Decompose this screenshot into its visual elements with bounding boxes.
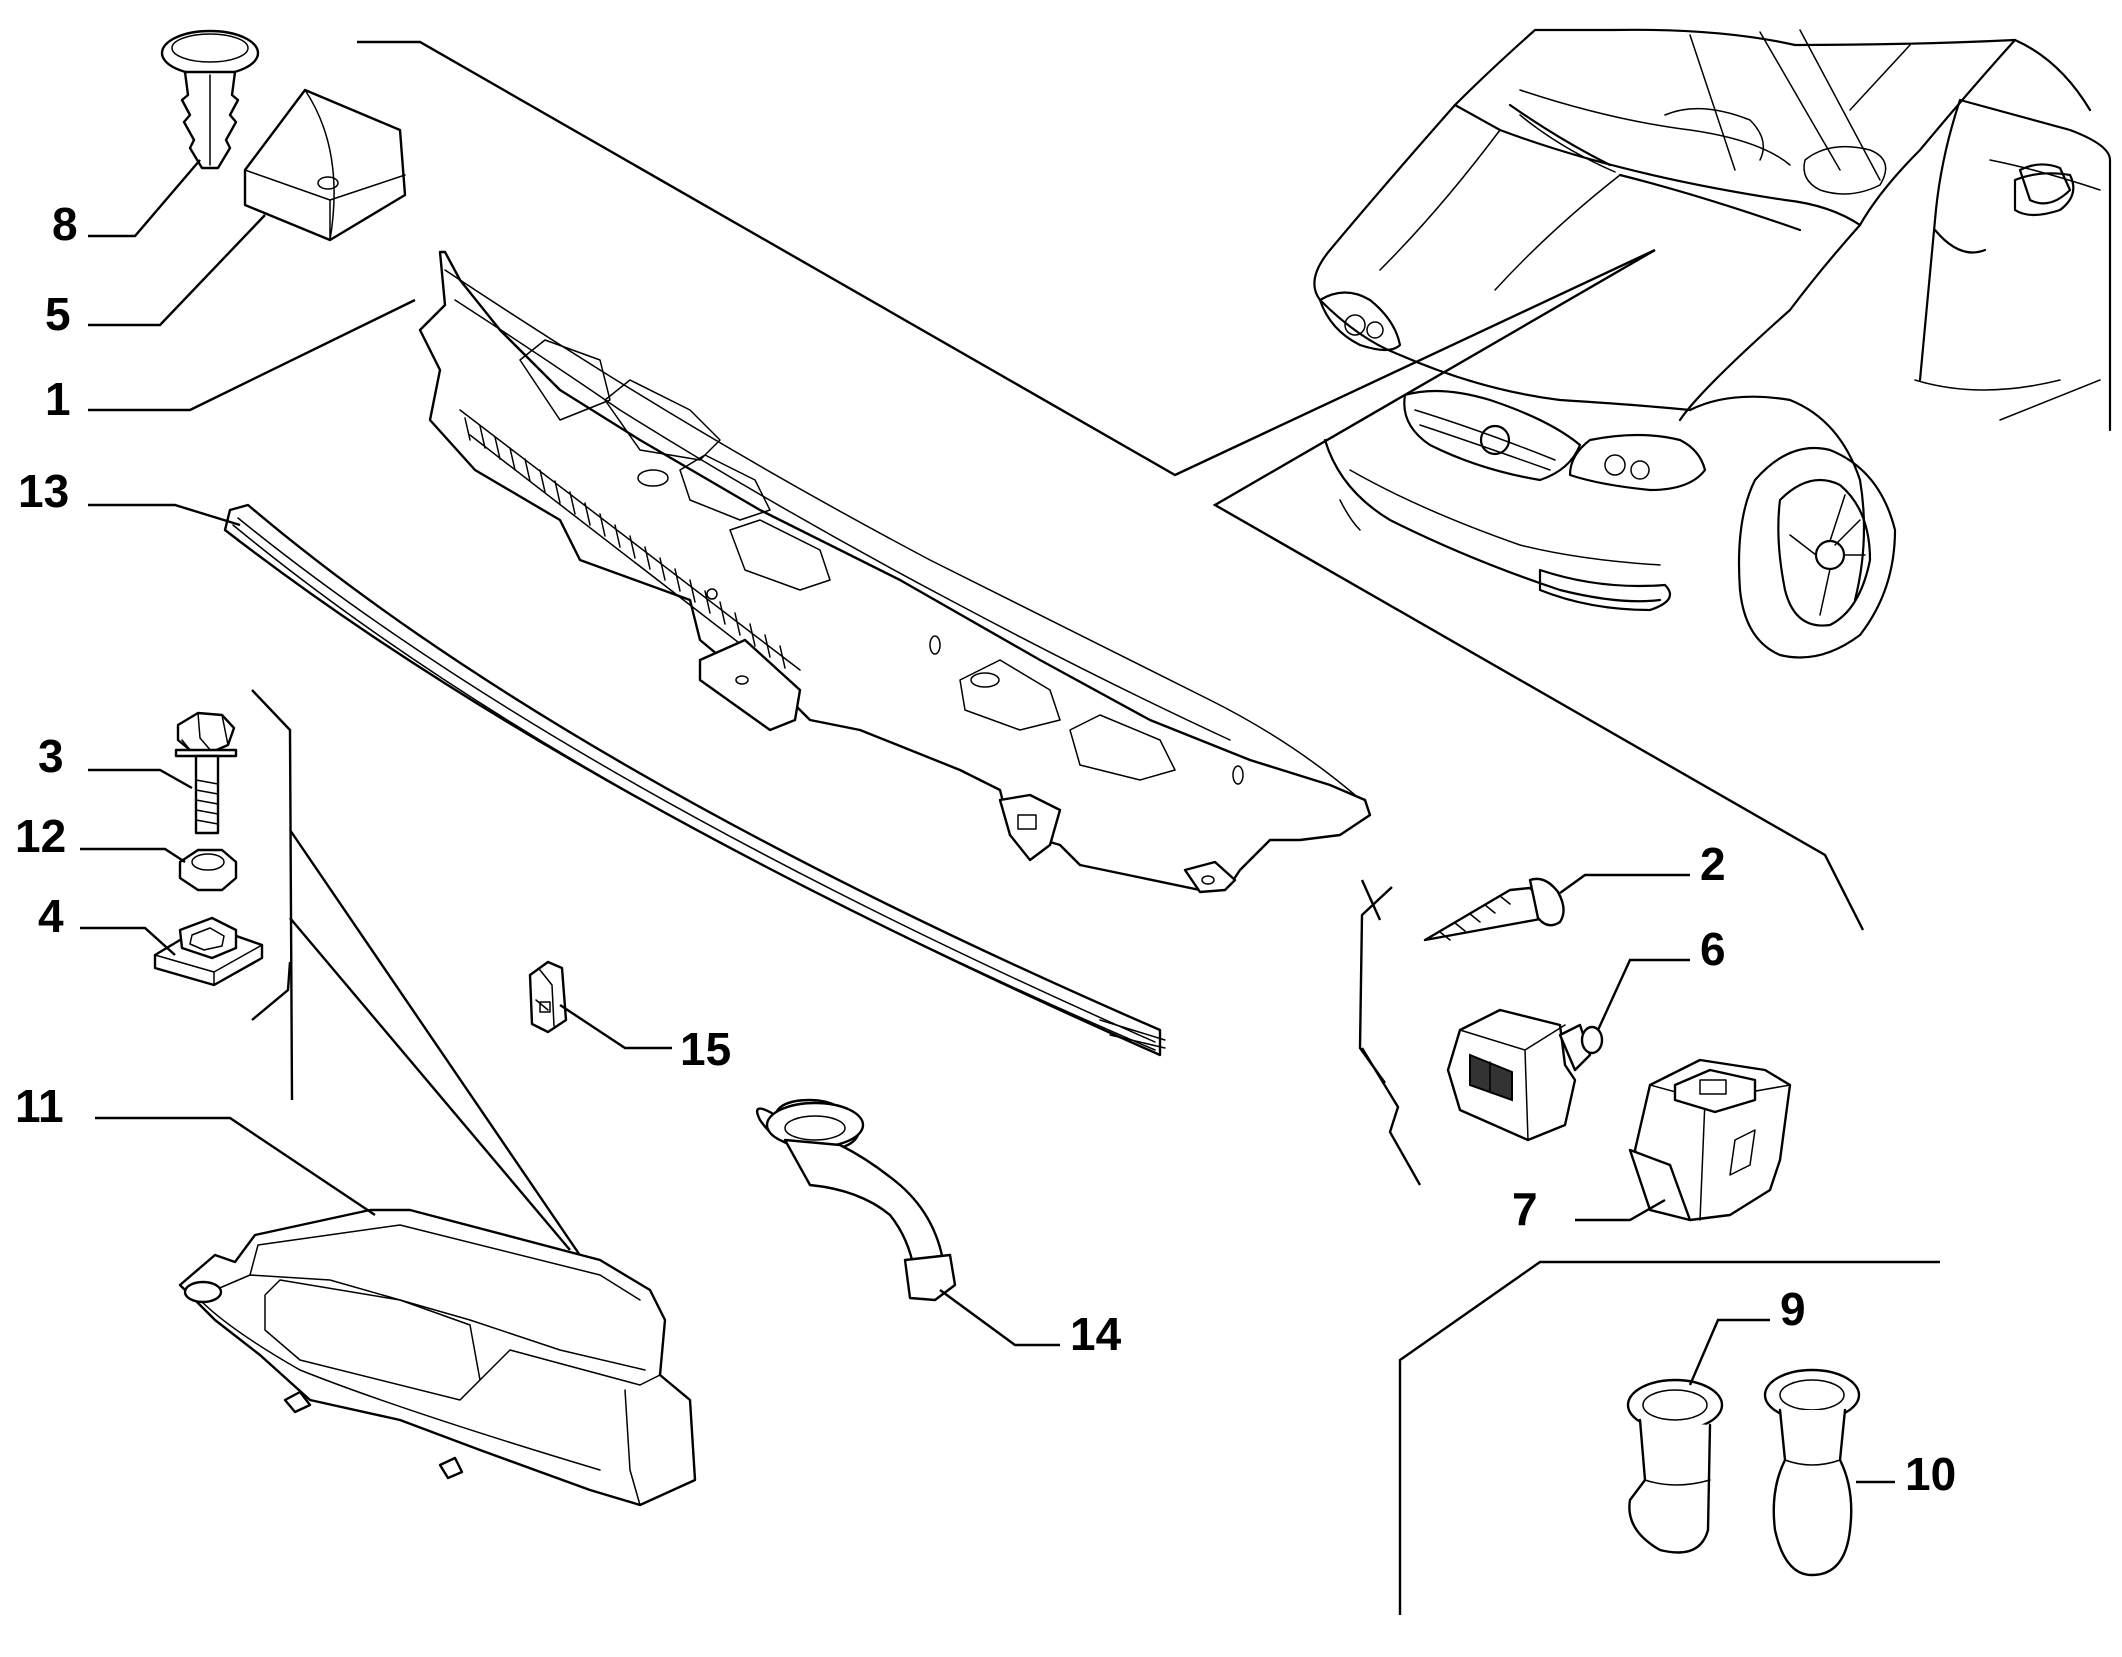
bolt-part-3	[174, 711, 238, 835]
push-rivet-part-8	[160, 29, 260, 170]
callout-9: 9	[1780, 1283, 1806, 1335]
callout-labels: 8 5 1 13 3 12 4 11 15 14 2 6 7 9 10	[15, 198, 1956, 1500]
seal-strip-part-13	[223, 503, 1166, 1057]
group-bracket-left	[251, 689, 294, 1101]
foam-pad-part-5	[243, 88, 407, 242]
bracket-right	[1358, 886, 1422, 1186]
callout-11: 11	[15, 1080, 64, 1132]
callout-1: 1	[45, 373, 71, 425]
drain-valve-part-10	[1763, 1368, 1861, 1577]
connector-part-6	[1446, 1008, 1604, 1142]
callout-5: 5	[45, 288, 71, 340]
callout-8: 8	[52, 198, 78, 250]
group-9-10-frame	[1398, 1260, 1940, 1615]
group-leader-to-11-a	[289, 829, 591, 1271]
callout-6: 6	[1700, 923, 1726, 975]
callout-4: 4	[38, 890, 64, 942]
callout-2: 2	[1700, 838, 1726, 890]
air-duct-part-11	[178, 1208, 697, 1507]
callout-3: 3	[38, 730, 64, 782]
callout-12: 12	[15, 810, 66, 862]
callout-10: 10	[1905, 1448, 1956, 1500]
bracket-right-2	[1360, 879, 1382, 921]
callout-7: 7	[1512, 1183, 1538, 1235]
clip-part-15	[528, 960, 568, 1034]
car-front-view	[1313, 28, 2112, 659]
callout-14: 14	[1070, 1308, 1122, 1360]
group-leader-to-11-b	[289, 917, 571, 1251]
callout-leaders	[80, 159, 1895, 1484]
clip-part-7	[1628, 1058, 1792, 1222]
drain-valve-part-9	[1626, 1378, 1724, 1554]
callout-15: 15	[680, 1023, 731, 1075]
callout-13: 13	[18, 465, 69, 517]
cowl-panel-part-1	[418, 250, 1372, 894]
group-bracket-left-2	[251, 961, 292, 1021]
detail-frame-lines	[357, 40, 1865, 931]
screw-part-2	[1423, 877, 1565, 942]
drain-hose-part-14	[755, 1098, 957, 1302]
clip-nut-part-4	[153, 916, 264, 987]
nut-part-12	[178, 848, 238, 892]
